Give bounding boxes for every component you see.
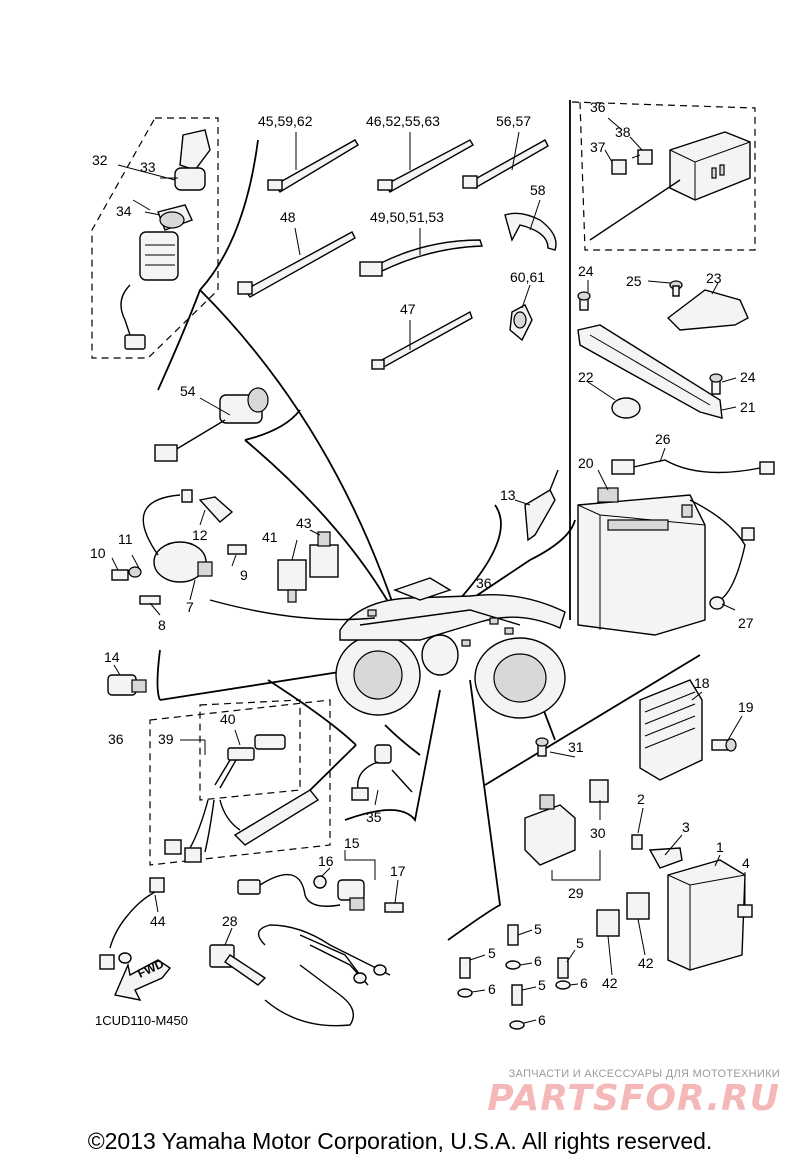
- callout-37: 37: [590, 139, 606, 155]
- callout-29: 29: [568, 885, 584, 901]
- callout-54: 54: [180, 383, 196, 399]
- callout-34: 34: [116, 203, 132, 219]
- watermark-tagline: ЗАПЧАСТИ И АКСЕССУАРЫ ДЛЯ МОТОТЕХНИКИ: [508, 1068, 780, 1080]
- starter-relay-assembly: [524, 737, 609, 881]
- callout-5-d: 5: [538, 977, 546, 993]
- callout-4: 4: [742, 855, 750, 871]
- sensor-assembly: [99, 873, 404, 970]
- bolts-and-washers: [457, 924, 571, 1030]
- callout-42-right: 42: [638, 955, 654, 971]
- fuse-box-assembly: [589, 131, 751, 241]
- callout-40: 40: [220, 711, 236, 727]
- callout-17: 17: [390, 863, 406, 879]
- callout-11: 11: [118, 531, 133, 547]
- callout-36-top: 36: [590, 99, 606, 115]
- callout-6-c: 6: [488, 981, 496, 997]
- main-switch-assembly: [117, 129, 211, 350]
- drawing-code: 1CUD110-M450: [95, 1013, 188, 1028]
- callout-15: 15: [344, 835, 360, 851]
- copyright-notice: ©2013 Yamaha Motor Corporation, U.S.A. A…: [87, 1128, 713, 1154]
- callout-12: 12: [192, 527, 208, 543]
- cdi-unit-assembly: [596, 834, 753, 971]
- cable-ties: [237, 139, 557, 370]
- callout-1: 1: [716, 839, 724, 855]
- relay-pair: [277, 469, 559, 603]
- callout-48: 48: [280, 209, 296, 225]
- callout-21: 21: [740, 399, 756, 415]
- callout-32: 32: [92, 152, 108, 168]
- callout-23: 23: [706, 270, 722, 286]
- atv-vehicle: [335, 577, 566, 719]
- callout-7: 7: [186, 599, 194, 615]
- callout-38: 38: [615, 124, 631, 140]
- callout-8: 8: [158, 617, 166, 633]
- neutral-switch: [107, 674, 147, 696]
- callout-labels: 45,59,62 46,52,55,63 56,57 58 48 49,50,5…: [90, 99, 756, 1028]
- callout-30: 30: [590, 825, 606, 841]
- callout-58: 58: [530, 182, 546, 198]
- callout-22: 22: [578, 369, 594, 385]
- callout-31: 31: [568, 739, 584, 755]
- callout-47: 47: [400, 301, 416, 317]
- watermark: ЗАПЧАСТИ И АКСЕССУАРЫ ДЛЯ МОТОТЕХНИКИ PA…: [440, 1068, 780, 1118]
- callout-35: 35: [366, 809, 382, 825]
- watermark-brand: PARTSFOR.RU: [487, 1078, 780, 1119]
- callout-9: 9: [240, 567, 248, 583]
- callout-5-b: 5: [576, 935, 584, 951]
- battery-assembly: [577, 459, 775, 636]
- callout-3: 3: [682, 819, 690, 835]
- callout-36-left: 36: [108, 731, 124, 747]
- speed-sensor-lead: [351, 744, 413, 801]
- callout-6-b: 6: [580, 975, 588, 991]
- callout-24-bottom: 24: [740, 369, 756, 385]
- callout-43: 43: [296, 515, 312, 531]
- callout-2: 2: [637, 791, 645, 807]
- leader-lines: [111, 117, 746, 1024]
- callout-14: 14: [104, 649, 120, 665]
- callout-60-61: 60,61: [510, 269, 545, 285]
- callout-45-59-62: 45,59,62: [258, 113, 313, 129]
- ignition-coil-assembly: [111, 387, 376, 621]
- sub-wire-harness: [164, 734, 320, 863]
- callout-10: 10: [90, 545, 106, 561]
- battery-band-assembly: [577, 280, 749, 419]
- callout-49-50-51-53: 49,50,51,53: [370, 209, 444, 225]
- callout-24-top: 24: [578, 263, 594, 279]
- callout-5-a: 5: [534, 921, 542, 937]
- callout-20: 20: [578, 455, 594, 471]
- callout-16: 16: [318, 853, 334, 869]
- callout-5-c: 5: [488, 945, 496, 961]
- dashed-group-boxes: [91, 101, 756, 866]
- callout-44: 44: [150, 913, 166, 929]
- wire-lead-set: [209, 924, 391, 1027]
- callout-36-mid: 36: [476, 575, 492, 591]
- callout-33: 33: [140, 159, 156, 175]
- callout-46-52-55-63: 46,52,55,63: [366, 113, 440, 129]
- callout-25: 25: [626, 273, 642, 289]
- fwd-arrow: FWD: [114, 956, 172, 1001]
- callout-42-left: 42: [602, 975, 618, 991]
- callout-56-57: 56,57: [496, 113, 531, 129]
- callout-41: 41: [262, 529, 278, 545]
- callout-13: 13: [500, 487, 516, 503]
- callout-19: 19: [738, 699, 754, 715]
- callout-39: 39: [158, 731, 174, 747]
- callout-6-a: 6: [534, 953, 542, 969]
- callout-6-d: 6: [538, 1012, 546, 1028]
- callout-18: 18: [694, 675, 710, 691]
- callout-28: 28: [222, 913, 238, 929]
- callout-27: 27: [738, 615, 754, 631]
- callout-26: 26: [655, 431, 671, 447]
- rectifier-regulator: [639, 679, 737, 781]
